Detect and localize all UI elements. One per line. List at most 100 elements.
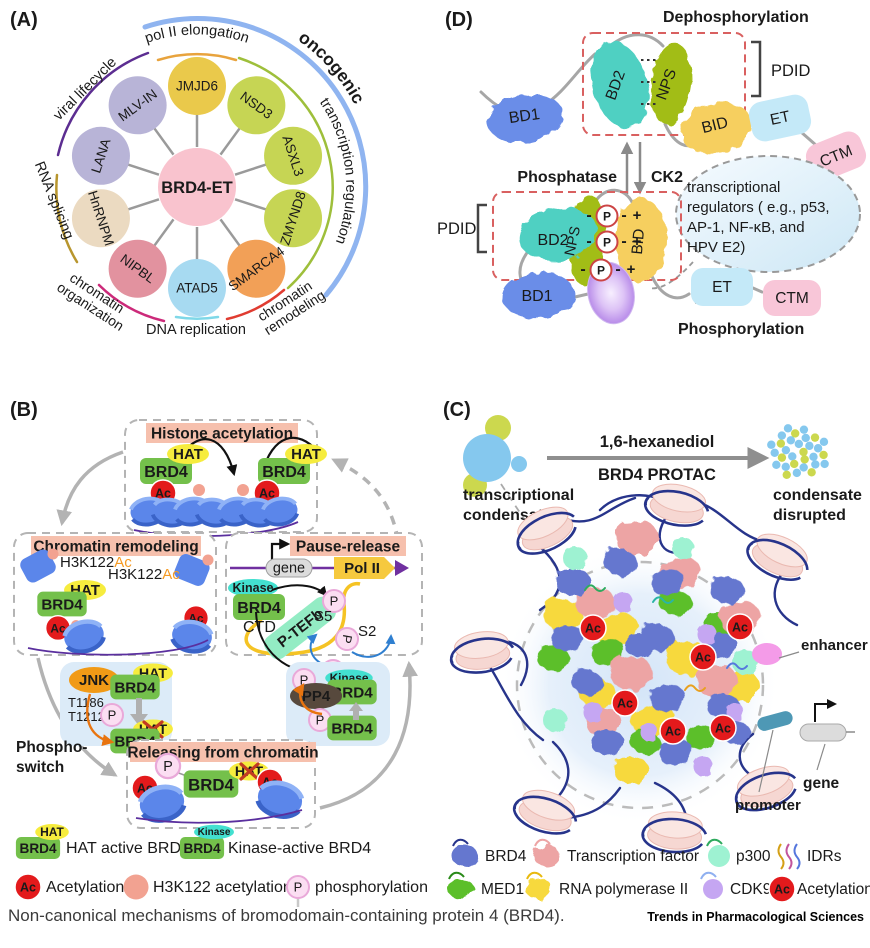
arc-chromatin-remodeling: [225, 288, 286, 321]
bid-top-label: BID: [700, 114, 730, 137]
dot: [790, 429, 800, 438]
arc-pol-ii-elongation: [156, 52, 238, 62]
legend-c-brd4: BRD4: [485, 848, 527, 865]
protein-blob: [570, 668, 604, 696]
protein-blob: [574, 585, 616, 621]
s5-label: S5: [314, 608, 332, 625]
protein-blob: [697, 624, 717, 644]
histone-acetylation-box: Histone acetylation: [124, 419, 327, 537]
acetylation-badge-icon: [726, 613, 754, 641]
acetylation-badge-icon: [611, 689, 639, 717]
arc-chromatin-organization: [97, 283, 166, 323]
nps-bottom-label: NPS: [562, 225, 584, 258]
regulators-text: transcriptional regulators ( e.g., p53, …: [687, 179, 834, 256]
protac-label: BRD4 PROTAC: [598, 466, 716, 484]
idrs-icon: [777, 843, 801, 870]
protein-blob: [685, 724, 717, 750]
tss-arrow: [270, 538, 291, 566]
legend-acetylation: Acetylation: [46, 879, 124, 896]
svg-text:P: P: [603, 210, 611, 224]
phospho-site: [589, 258, 613, 282]
legend-c-p300: p300: [736, 848, 771, 865]
interactor-node: [168, 259, 226, 317]
svg-text:oncogenic: oncogenic: [295, 27, 369, 107]
pdid-bracket-bottom: [476, 203, 487, 254]
enhancer-label: enhancer: [801, 637, 868, 654]
protein-blob: [542, 597, 584, 633]
arc-viral-lifecycle: [56, 51, 150, 157]
pdid-bracket-top: [751, 40, 762, 98]
category-dna-replication: DNA replication: [146, 322, 246, 338]
interactor-node: [227, 239, 286, 298]
jnk-module: JNK T1186 T1212: [60, 662, 173, 754]
dot: [767, 440, 776, 449]
acetylation-badge-icon: [689, 643, 717, 671]
phosphorylation-title: Phosphorylation: [678, 321, 804, 338]
hexanediol-label: 1,6-hexanediol: [600, 433, 715, 451]
dot: [781, 445, 791, 455]
svg-text:+: +: [627, 261, 636, 278]
svg-text:+: +: [633, 207, 642, 224]
svg-text:+: +: [633, 233, 642, 250]
dot: [811, 460, 820, 469]
acetylation-badge-icon: [579, 614, 607, 642]
releasing-box: Releasing from chromatin: [126, 739, 319, 829]
transcription-direction-arrow: [395, 560, 409, 576]
arc-oncogenic: [142, 16, 369, 298]
svg-text:-: -: [621, 207, 626, 224]
svg-text:pol II elongation: pol II elongation: [143, 22, 251, 46]
bid-bottom-label: BID: [629, 228, 648, 255]
protein-blob: [613, 756, 649, 784]
interactor-node: [71, 189, 130, 248]
protein-blob: [696, 664, 738, 698]
gene-label: gene: [273, 561, 305, 577]
protein-blob: [590, 729, 624, 755]
legend-hat-active: HAT active BRD4: [66, 840, 190, 857]
interactor-nodes: JMJD6NSD3ASXL3ZMYND8SMARCA4ATAD5NIPBLHnR…: [71, 57, 323, 317]
h3k122ac-label: H3K122Ac: [60, 554, 132, 571]
dephosphorylation-title: Dephosphorylation: [663, 9, 809, 26]
journal-name: Trends in Pharmacological Sciences: [647, 910, 864, 924]
caption-text: Non-canonical mechanisms of bromodomain-…: [8, 906, 565, 925]
interactor-node: [108, 239, 167, 298]
releasing-title: Releasing from chromatin: [127, 745, 318, 762]
protein-blob: [658, 738, 692, 766]
svg-text:P: P: [603, 236, 611, 250]
interactor-node: [71, 126, 130, 185]
condensate-disrupted-label: condensate disrupted: [773, 487, 866, 524]
protein-blob: [583, 702, 603, 722]
protein-blob: [640, 723, 658, 741]
acetylation-badge-icon: [709, 714, 737, 742]
promoter-label: promoter: [735, 797, 801, 814]
panel-b-label: (B): [10, 399, 38, 421]
hub-link: [234, 198, 267, 211]
arc-transcription-regulation: [237, 56, 334, 290]
hub-link: [153, 218, 175, 247]
protein-blob: [709, 575, 745, 605]
dot: [777, 431, 787, 440]
dot: [792, 468, 802, 478]
legend-kinase-active: Kinase-active BRD4: [228, 840, 371, 857]
bd2-nps-contacts: [641, 59, 656, 105]
panel-a-interaction-wheel: (A) pol II elongation oncogenic transcri…: [10, 9, 369, 338]
nucleosome-array: [126, 493, 302, 531]
histone-acetylation-title: Histone acetylation: [151, 426, 293, 443]
svg-text:-: -: [586, 233, 591, 250]
hub-label: BRD4-ET: [161, 179, 233, 197]
hub-link: [234, 163, 267, 176]
dot: [813, 444, 823, 453]
dot: [788, 452, 797, 461]
protein-blob: [550, 624, 584, 652]
protein-blob: [650, 568, 684, 596]
protein-blob: [693, 756, 713, 776]
category-viral-lifecycle: viral lifecycle: [50, 54, 119, 123]
legend-c-idrs: IDRs: [807, 848, 842, 865]
protein-blob: [602, 547, 638, 577]
interactor-node: [227, 76, 286, 135]
legend-c-cdk9: CDK9: [730, 881, 771, 898]
svg-text:CTM: CTM: [775, 290, 809, 307]
dot: [783, 424, 793, 433]
phospho-switch-label: Phospho- switch: [16, 739, 92, 776]
pdid-bottom-label: PDID: [437, 220, 477, 238]
category-oncogenic: oncogenic: [295, 27, 369, 107]
